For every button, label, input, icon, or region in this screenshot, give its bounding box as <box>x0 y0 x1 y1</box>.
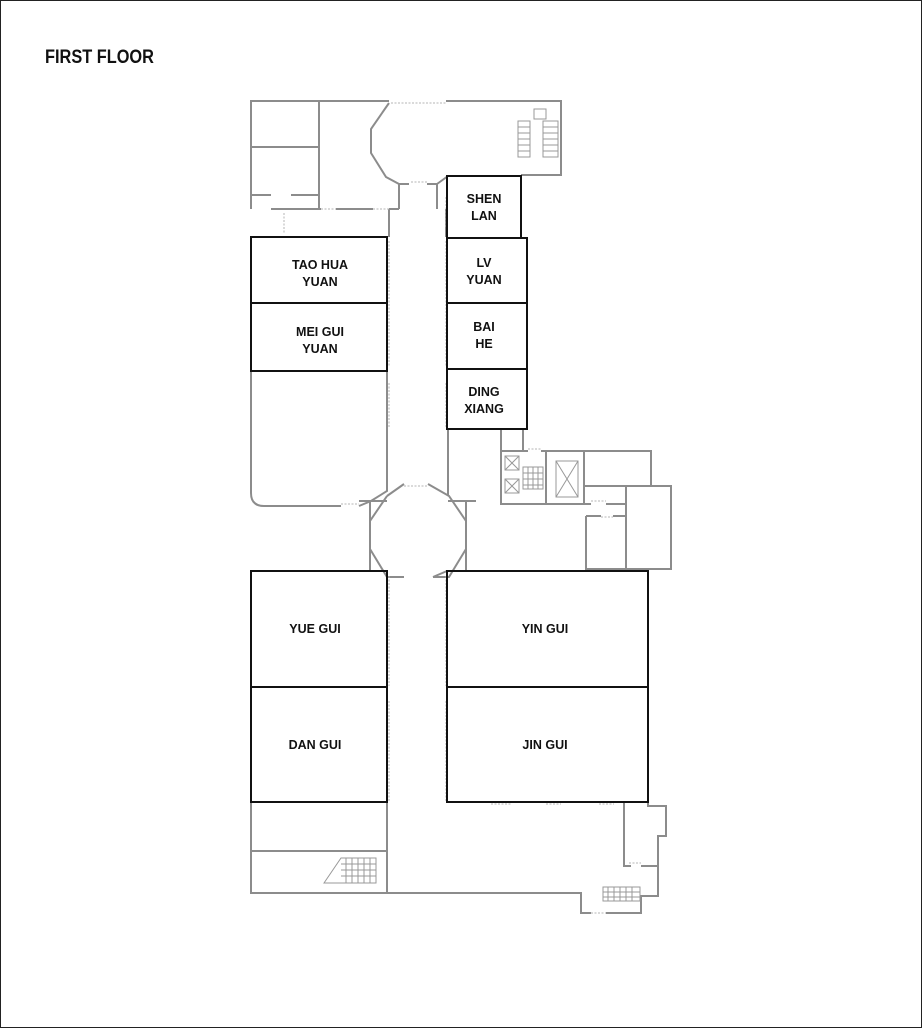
room-mei-gui-yuan[interactable] <box>250 302 388 372</box>
room-dan-gui[interactable] <box>250 686 388 803</box>
room-shen-lan[interactable] <box>446 175 522 239</box>
stairs-icon <box>323 108 641 902</box>
label-tao-hua-yuan-2: YUAN <box>302 275 337 289</box>
door-marks <box>283 102 641 914</box>
label-bai-he-1: BAI <box>473 320 495 334</box>
label-yue-gui: YUE GUI <box>289 622 340 636</box>
label-mei-gui-yuan-2: YUAN <box>302 342 337 356</box>
room-labels: SHEN LAN LV YUAN BAI HE DING XIANG TAO H… <box>289 192 569 752</box>
floor-title: FIRST FLOOR <box>45 47 154 68</box>
label-mei-gui-yuan-1: MEI GUI <box>296 325 344 339</box>
room-bai-he[interactable] <box>446 302 528 370</box>
room-lv-yuan[interactable] <box>446 237 528 304</box>
elevator-icon <box>504 455 579 498</box>
label-ding-xiang-2: XIANG <box>464 402 504 416</box>
room-jin-gui[interactable] <box>446 686 649 803</box>
room-ding-xiang[interactable] <box>446 368 528 430</box>
label-ding-xiang-1: DING <box>468 385 499 399</box>
label-shen-lan-2: LAN <box>471 209 497 223</box>
label-lv-yuan-2: YUAN <box>466 273 501 287</box>
label-yin-gui: YIN GUI <box>522 622 569 636</box>
label-bai-he-2: HE <box>475 337 492 351</box>
building-walls <box>250 100 672 914</box>
label-jin-gui: JIN GUI <box>522 738 567 752</box>
label-tao-hua-yuan-1: TAO HUA <box>292 258 348 272</box>
rooms <box>250 175 649 803</box>
label-dan-gui: DAN GUI <box>289 738 342 752</box>
label-shen-lan-1: SHEN <box>467 192 502 206</box>
label-lv-yuan-1: LV <box>476 256 492 270</box>
